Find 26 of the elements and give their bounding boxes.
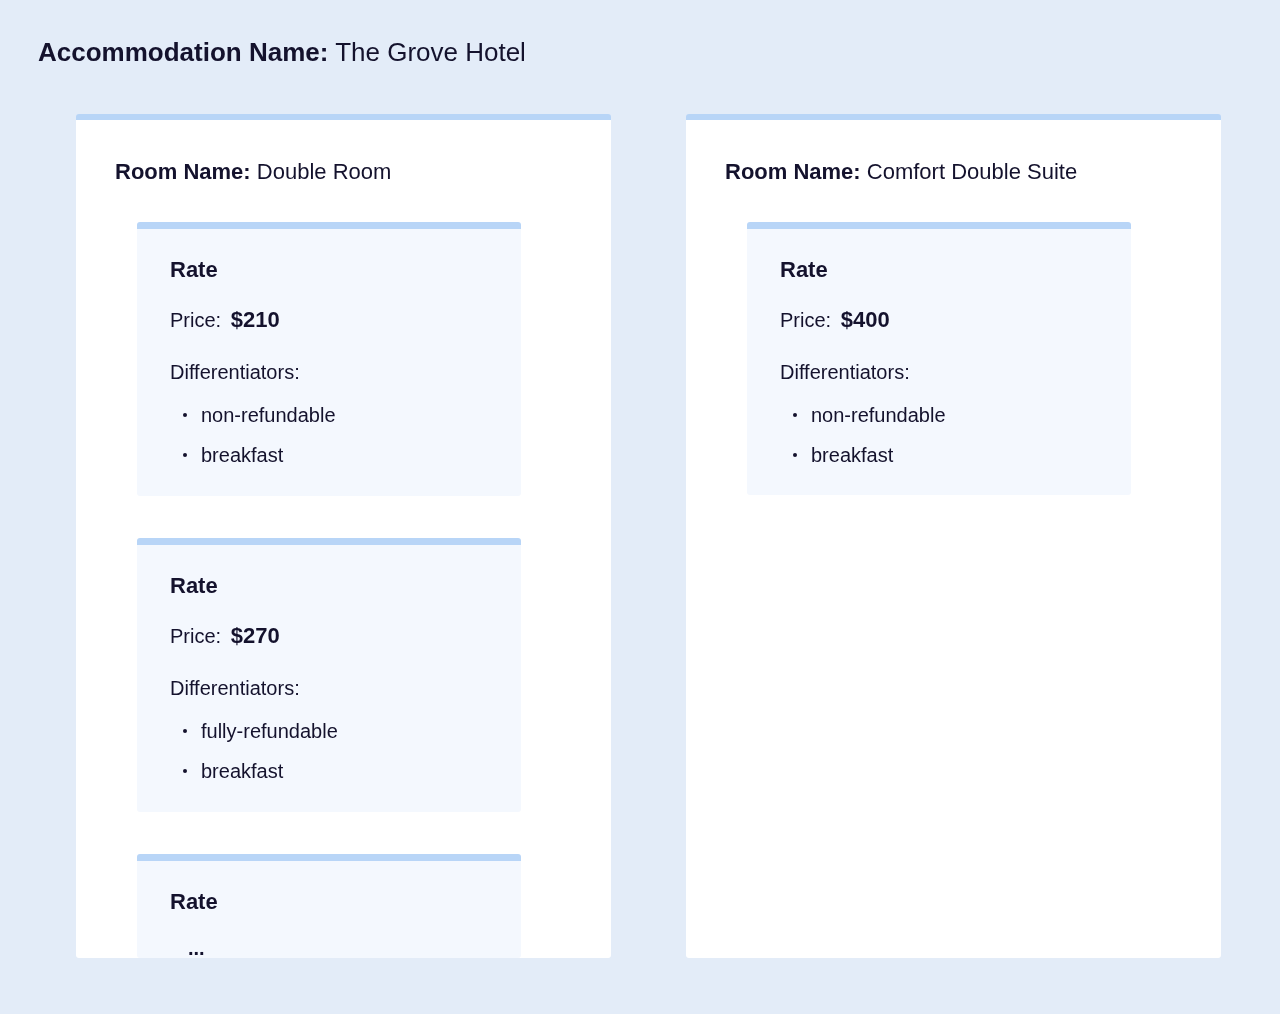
- page-title: Accommodation Name: The Grove Hotel: [38, 36, 526, 68]
- list-item-text: non-refundable: [201, 403, 336, 428]
- rate-heading: Rate: [170, 888, 218, 916]
- list-item-text: fully-refundable: [201, 719, 338, 744]
- room-name-heading: Room Name: Double Room: [115, 158, 392, 186]
- price-text: Price: $400: [780, 306, 890, 334]
- rate-heading: Rate: [170, 256, 218, 284]
- rate-card: [137, 538, 521, 812]
- differentiators-label: Differentiators:: [780, 360, 910, 385]
- list-item-text: breakfast: [811, 443, 894, 468]
- rate-heading: Rate: [780, 256, 828, 284]
- room-card: [76, 114, 611, 958]
- differentiators-label: Differentiators:: [170, 676, 300, 701]
- rate-card: [747, 222, 1131, 495]
- list-item-text: breakfast: [201, 759, 284, 784]
- list-item-text: breakfast: [201, 443, 284, 468]
- price-text: Price: $270: [170, 622, 280, 650]
- price-text: Price: $210: [170, 306, 280, 334]
- ellipsis-text: ...: [188, 938, 205, 958]
- room-card: [686, 114, 1221, 958]
- rate-card: [137, 222, 521, 496]
- room-name-heading: Room Name: Comfort Double Suite: [725, 158, 1078, 186]
- differentiators-label: Differentiators:: [170, 360, 300, 385]
- rate-heading: Rate: [170, 572, 218, 600]
- rate-card: [137, 854, 521, 958]
- list-item-text: non-refundable: [811, 403, 946, 428]
